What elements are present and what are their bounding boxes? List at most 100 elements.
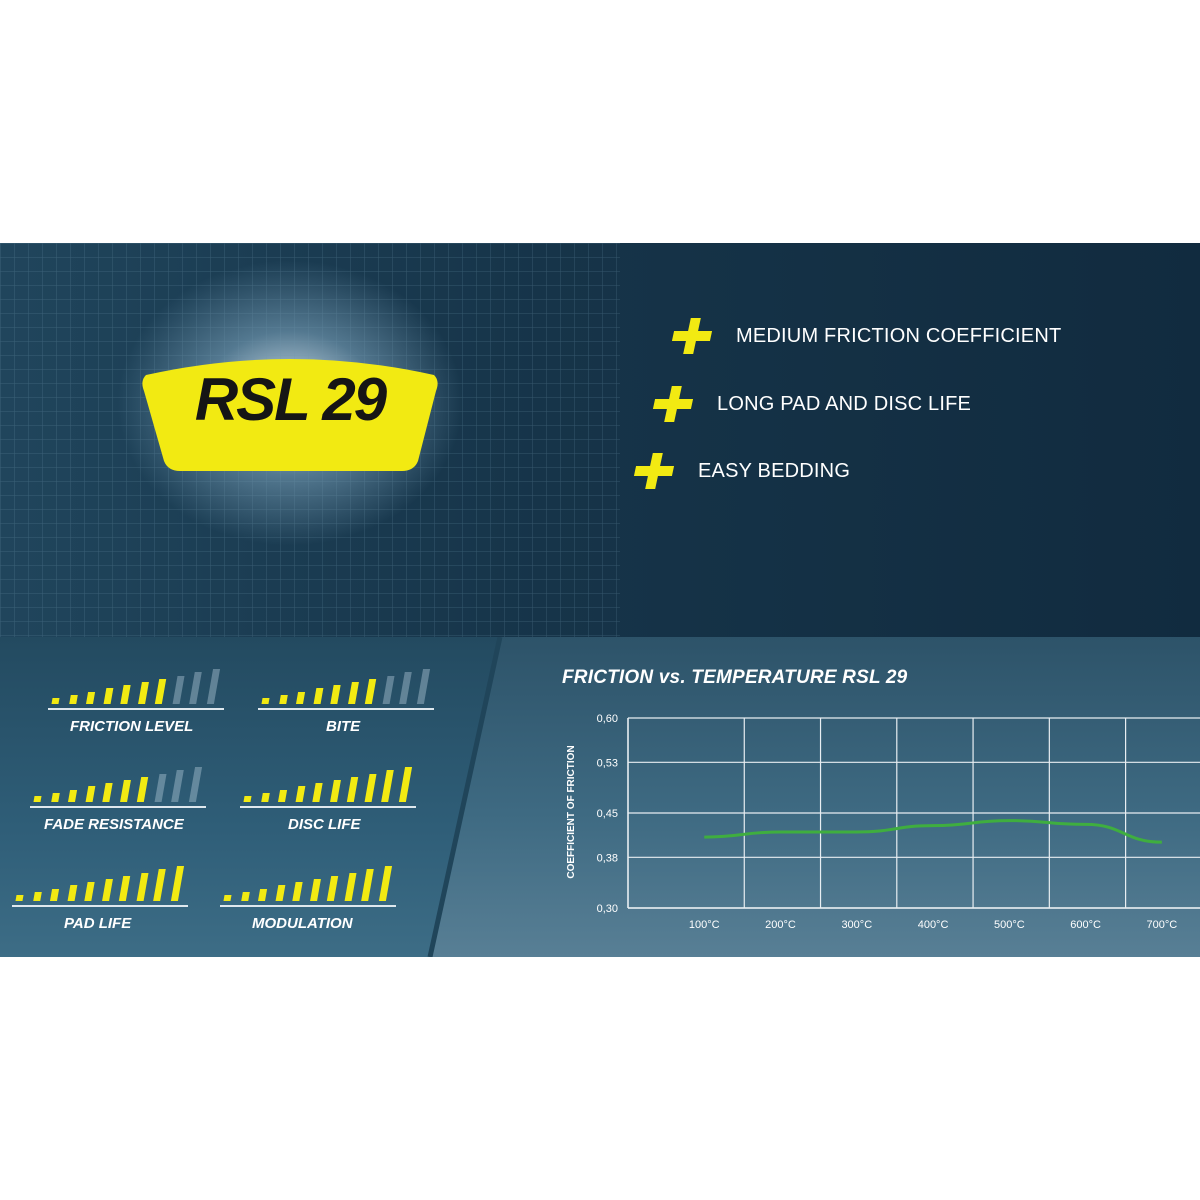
rating-bar-empty <box>171 770 184 802</box>
rating-bar-filled <box>292 882 303 901</box>
rating-bar-filled <box>398 767 412 802</box>
rating-bar-filled <box>102 783 113 802</box>
rating-bar-filled <box>347 682 359 704</box>
feature-item: LONG PAD AND DISC LIFE <box>653 384 971 424</box>
rating-bar-filled <box>50 792 60 802</box>
rating-label: FADE RESISTANCE <box>44 816 184 833</box>
rating-bar-filled <box>153 869 166 901</box>
y-tick-label: 0,45 <box>597 808 618 820</box>
rating-bar-filled <box>295 786 305 802</box>
rating-label: PAD LIFE <box>64 915 132 932</box>
rating-bar-empty <box>153 773 167 802</box>
rating-disc-life: DISC LIFE <box>240 767 430 833</box>
hero-panel: RSL 29 MEDIUM FRICTION COEFFICIENT LONG … <box>0 243 1200 637</box>
rating-underline <box>48 708 224 710</box>
rating-modulation: MODULATION <box>220 866 410 932</box>
rating-bar-filled <box>51 698 60 704</box>
plus-icon <box>634 451 674 491</box>
rating-bar-filled <box>223 895 232 901</box>
rating-bar-filled <box>313 688 323 704</box>
rating-bar-filled <box>101 879 113 901</box>
rating-bar-filled <box>364 678 377 704</box>
rating-bar-filled <box>329 780 341 802</box>
feature-item: EASY BEDDING <box>634 451 850 491</box>
rating-bar-filled <box>361 869 374 901</box>
rating-bar-filled <box>326 875 339 901</box>
rating-bar-filled <box>257 888 268 901</box>
y-tick-label: 0,60 <box>597 713 618 725</box>
rating-bars <box>258 669 448 704</box>
x-tick-label: 100°C <box>689 919 720 931</box>
y-tick-label: 0,30 <box>597 903 618 915</box>
y-axis-label: COEFFICIENT OF FRICTION <box>566 745 577 878</box>
x-tick-label: 200°C <box>765 919 796 931</box>
rating-bar-filled <box>119 780 131 802</box>
feature-label: LONG PAD AND DISC LIFE <box>717 392 972 415</box>
rating-bars <box>48 669 238 704</box>
rating-bar-filled <box>243 796 252 802</box>
rating-underline <box>258 708 434 710</box>
rating-bar-filled <box>275 885 285 901</box>
rating-bar-empty <box>206 669 220 704</box>
rating-label: FRICTION LEVEL <box>70 718 194 735</box>
x-tick-label: 400°C <box>918 919 949 931</box>
rating-bar-filled <box>381 770 394 802</box>
rating-bars <box>12 866 202 901</box>
rating-bar-filled <box>103 688 113 704</box>
rating-pad-life: PAD LIFE <box>12 866 202 932</box>
feature-label: EASY BEDDING <box>698 459 851 482</box>
rating-bar-filled <box>32 891 42 901</box>
product-banner: RSL 29 MEDIUM FRICTION COEFFICIENT LONG … <box>0 243 1200 957</box>
rating-bar-filled <box>277 789 288 802</box>
rating-bar-filled <box>84 882 95 901</box>
y-tick-label: 0,38 <box>597 852 618 864</box>
rating-bars <box>240 767 430 802</box>
friction-chart: 0,30 0,38 0,45 0,53 0,60 100°C 200°C 300°C 400°… <box>566 713 1200 931</box>
rating-bar-filled <box>120 685 131 704</box>
rating-friction-level: FRICTION LEVEL <box>48 669 238 735</box>
rating-underline <box>240 806 416 808</box>
rating-fade-resistance: FADE RESISTANCE <box>30 767 220 833</box>
x-tick-label: 700°C <box>1147 919 1178 931</box>
rating-bar-empty <box>188 767 202 802</box>
rating-underline <box>12 905 188 907</box>
rating-label: MODULATION <box>252 915 353 932</box>
x-tick-label: 600°C <box>1070 919 1101 931</box>
rating-bite: BITE <box>258 669 448 735</box>
x-tick-label: 300°C <box>841 919 872 931</box>
rating-bar-empty <box>171 675 185 704</box>
chart-title: FRICTION vs. TEMPERATURE RSL 29 <box>562 667 908 688</box>
plus-icon <box>653 384 693 424</box>
rating-underline <box>220 905 396 907</box>
rating-bar-filled <box>154 678 167 704</box>
rating-bar-filled <box>68 694 78 704</box>
chart-grid <box>627 717 1200 909</box>
rating-bar-filled <box>261 698 270 704</box>
rating-bar-filled <box>343 872 357 901</box>
rating-bar-filled <box>136 776 149 802</box>
rating-bar-filled <box>278 694 288 704</box>
rating-bar-empty <box>189 672 202 704</box>
rating-underline <box>30 806 206 808</box>
rating-bar-filled <box>330 685 341 704</box>
rating-label: BITE <box>326 718 361 735</box>
brake-pad-logo <box>142 359 438 471</box>
x-tick-labels: 100°C 200°C 300°C 400°C 500°C 600°C 700°C <box>689 919 1177 931</box>
rating-bar-filled <box>363 773 377 802</box>
rating-bar-filled <box>378 866 392 901</box>
rating-bar-filled <box>295 691 306 704</box>
y-tick-label: 0,53 <box>597 757 618 769</box>
rating-bar-filled <box>15 895 24 901</box>
rating-bar-filled <box>33 796 42 802</box>
rating-bar-filled <box>67 885 77 901</box>
rating-bar-filled <box>346 776 359 802</box>
rating-bar-filled <box>137 682 149 704</box>
x-tick-label: 500°C <box>994 919 1025 931</box>
rating-bar-filled <box>85 691 96 704</box>
feature-label: MEDIUM FRICTION COEFFICIENT <box>736 324 1062 347</box>
rating-bar-filled <box>118 875 131 901</box>
rating-bar-filled <box>309 879 321 901</box>
rating-bar-empty <box>399 672 412 704</box>
rating-bar-filled <box>85 786 95 802</box>
feature-item: MEDIUM FRICTION COEFFICIENT <box>672 316 1061 356</box>
